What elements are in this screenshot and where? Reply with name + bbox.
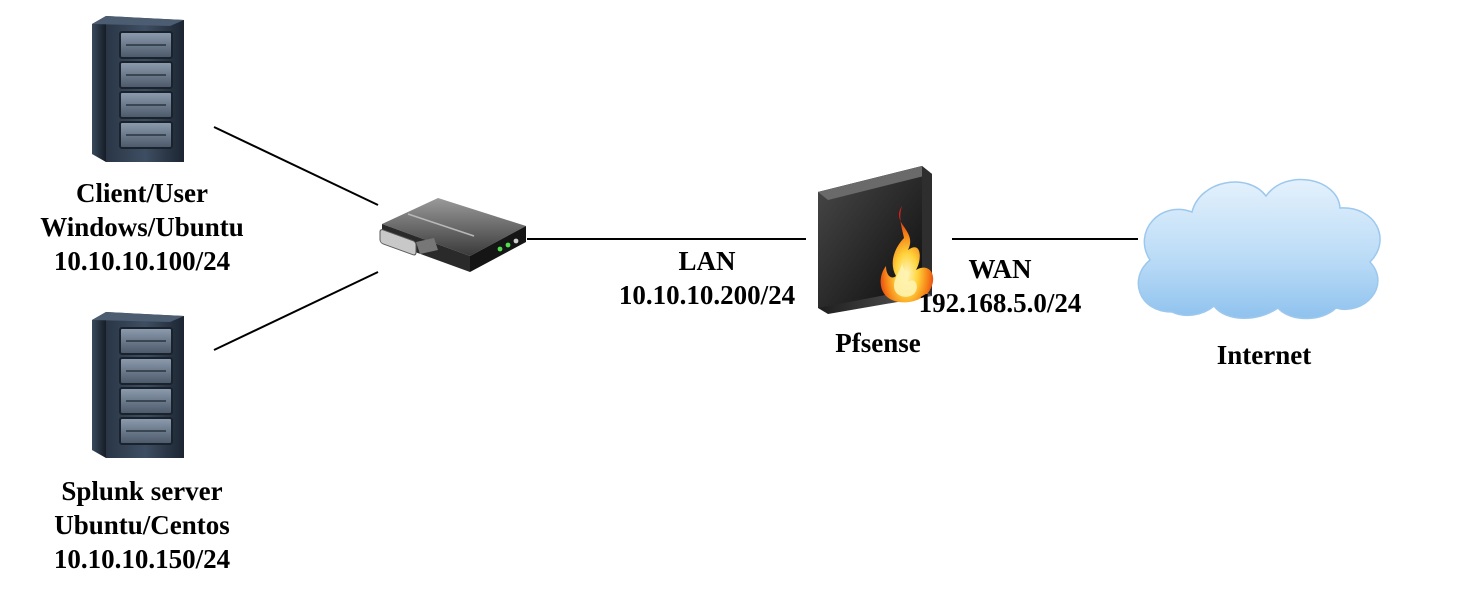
splunk-server-icon (92, 312, 184, 458)
firewall-label: Pfsense (808, 326, 948, 360)
client-label: Client/User Windows/Ubuntu 10.10.10.100/… (22, 176, 262, 278)
splunk-name: Splunk server (61, 476, 223, 506)
wan-label: WAN 192.168.5.0/24 (884, 252, 1116, 320)
lan-ip: 10.10.10.200/24 (618, 280, 796, 310)
internet-label: Internet (1184, 338, 1344, 372)
firewall-icon (818, 166, 934, 314)
wan-ip: 192.168.5.0/24 (918, 288, 1082, 318)
switch-icon (379, 198, 526, 272)
cloud-icon (1137, 178, 1381, 320)
splunk-label: Splunk server Ubuntu/Centos 10.10.10.150… (22, 474, 262, 576)
client-os: Windows/Ubuntu (40, 212, 244, 242)
flame-icon (880, 206, 934, 303)
internet-name: Internet (1216, 340, 1312, 370)
lan-label: LAN 10.10.10.200/24 (592, 244, 822, 312)
client-name: Client/User (76, 178, 208, 208)
wan-name: WAN (968, 254, 1032, 284)
link-client-switch (213, 126, 379, 206)
client-server-icon (92, 16, 184, 162)
connection-lines (213, 126, 1138, 351)
client-ip: 10.10.10.100/24 (53, 246, 231, 276)
lan-name: LAN (678, 246, 736, 276)
firewall-name: Pfsense (835, 328, 921, 358)
splunk-os: Ubuntu/Centos (54, 510, 230, 540)
link-splunk-switch (213, 271, 379, 351)
splunk-ip: 10.10.10.150/24 (53, 544, 231, 574)
